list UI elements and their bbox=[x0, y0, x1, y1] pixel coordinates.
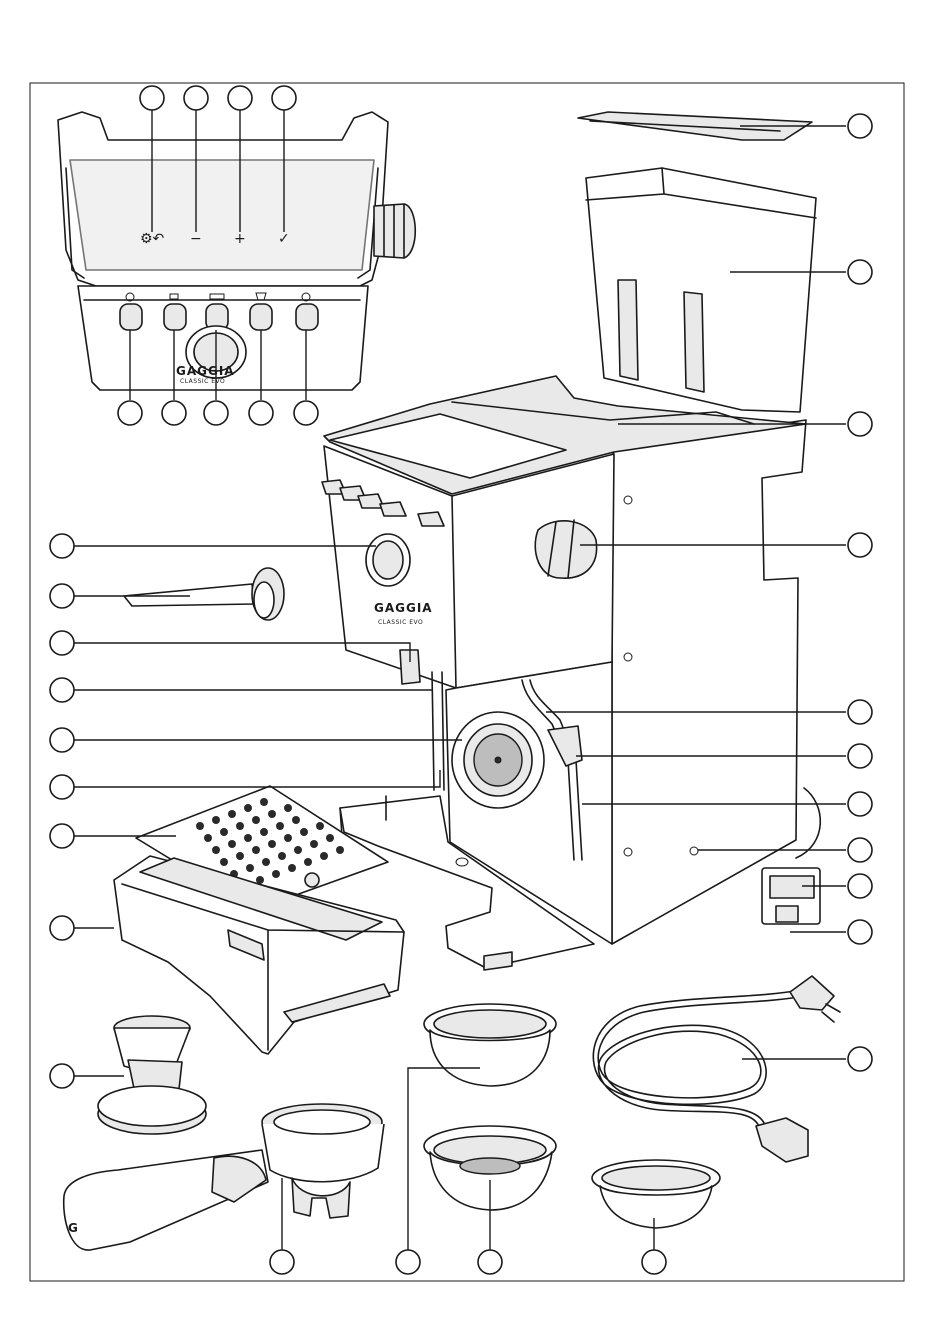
espresso-machine-body: GAGGIA CLASSIC EVO bbox=[322, 376, 820, 970]
tamper bbox=[98, 1016, 206, 1134]
power-cord bbox=[593, 976, 840, 1162]
callout-marker bbox=[270, 1250, 294, 1274]
callout-marker bbox=[294, 401, 318, 425]
filter-pressurised bbox=[592, 1160, 720, 1228]
filter-holder-letter: G bbox=[68, 1221, 79, 1235]
callout-marker bbox=[50, 678, 74, 702]
panel-logo: GAGGIA bbox=[176, 364, 235, 378]
callout-marker bbox=[50, 775, 74, 799]
minus-symbol: − bbox=[190, 231, 202, 247]
callout-marker bbox=[140, 86, 164, 110]
callout-marker bbox=[642, 1250, 666, 1274]
callout-marker bbox=[848, 260, 872, 284]
filter-single bbox=[424, 1004, 556, 1086]
callout-marker bbox=[50, 728, 74, 752]
callout-marker bbox=[204, 401, 228, 425]
callout-marker bbox=[228, 86, 252, 110]
callout-marker bbox=[848, 920, 872, 944]
callout-marker bbox=[50, 824, 74, 848]
callout-marker bbox=[848, 533, 872, 557]
measuring-spoon bbox=[124, 568, 284, 620]
callout-marker bbox=[272, 86, 296, 110]
callout-marker bbox=[848, 838, 872, 862]
callout-marker bbox=[184, 86, 208, 110]
callout-marker bbox=[50, 534, 74, 558]
callout-marker bbox=[848, 700, 872, 724]
callout-marker bbox=[50, 584, 74, 608]
callout-marker bbox=[396, 1250, 420, 1274]
confirm-symbol: ✓ bbox=[278, 231, 290, 247]
machine-logo-sub: CLASSIC EVO bbox=[378, 619, 423, 626]
callout-marker bbox=[249, 401, 273, 425]
callout-marker bbox=[848, 1047, 872, 1071]
plus-symbol: + bbox=[234, 231, 246, 247]
machine-logo: GAGGIA bbox=[374, 601, 433, 615]
callout-marker bbox=[848, 412, 872, 436]
callout-marker bbox=[848, 874, 872, 898]
water-tank bbox=[586, 168, 816, 412]
callout-marker bbox=[848, 792, 872, 816]
callout-marker bbox=[478, 1250, 502, 1274]
callout-marker bbox=[50, 916, 74, 940]
callout-marker bbox=[50, 631, 74, 655]
control-panel-illustration: ⚙↶ − + ✓ GAGGIA CLASSIC EVO bbox=[58, 112, 415, 390]
callout-marker bbox=[848, 744, 872, 768]
callout-marker bbox=[118, 401, 142, 425]
menu-back-symbol: ⚙↶ bbox=[140, 231, 165, 247]
callout-marker bbox=[162, 401, 186, 425]
callout-marker bbox=[50, 1064, 74, 1088]
callout-marker bbox=[848, 114, 872, 138]
panel-logo-sub: CLASSIC EVO bbox=[180, 378, 225, 385]
